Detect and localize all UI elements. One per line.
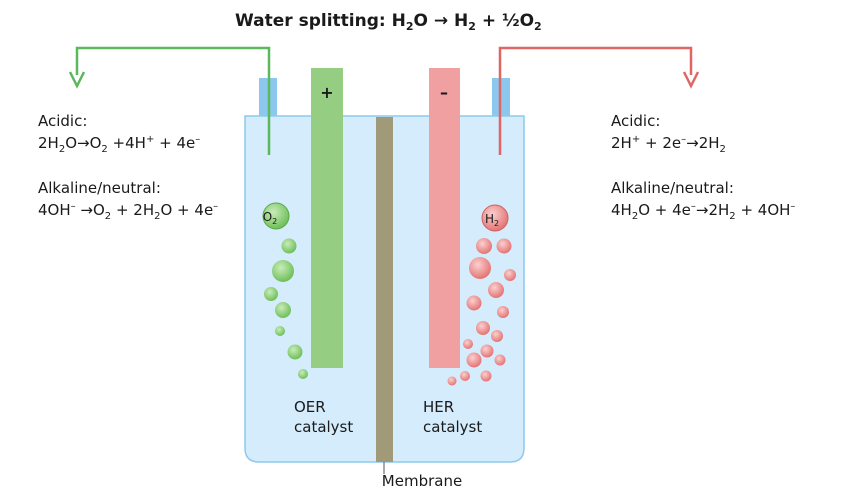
cathode-electrode xyxy=(429,68,460,368)
anode-sign: + xyxy=(320,83,333,102)
h2-bubble xyxy=(447,376,457,386)
left-alkaline-heading: Alkaline/neutral: xyxy=(38,179,161,197)
oxygen-arrow-icon xyxy=(68,71,86,89)
oxygen-bubbles: O2 xyxy=(262,202,308,379)
anode-electrode xyxy=(311,68,343,368)
h2-bubble xyxy=(491,330,503,342)
left-alkaline-equation: 4OH– →O2 + 2H2O + 4e– xyxy=(38,201,218,222)
membrane-label: Membrane xyxy=(382,472,462,490)
o2-bubble xyxy=(287,344,303,360)
h2-bubble xyxy=(476,321,490,335)
o2-bubble xyxy=(275,326,285,336)
h2-bubble xyxy=(460,371,470,381)
o2-labeled-bubble xyxy=(262,202,290,230)
h2-bubble xyxy=(466,352,482,368)
o2-bubble xyxy=(272,260,294,282)
h2-bubble xyxy=(497,306,509,318)
right-alkaline-heading: Alkaline/neutral: xyxy=(611,179,734,197)
o2-bubble xyxy=(264,287,278,301)
left-reactions: Acidic: 2H2O→O2 +4H+ + 4e– Alkaline/neut… xyxy=(38,112,218,222)
oer-label-line2: catalyst xyxy=(294,418,353,436)
h2-bubble xyxy=(504,269,516,281)
h2-bubble xyxy=(496,238,512,254)
o2-bubble xyxy=(275,302,291,318)
right-acidic-heading: Acidic: xyxy=(611,112,660,130)
diagram-title: Water splitting: H2O → H2 + ½O2 xyxy=(235,11,542,33)
h2-bubble xyxy=(463,339,473,349)
oxygen-outlet-wire xyxy=(75,46,271,155)
left-acidic-equation: 2H2O→O2 +4H+ + 4e– xyxy=(38,134,200,155)
right-alkaline-equation: 4H2O + 4e–→2H2 + 4OH– xyxy=(611,201,795,222)
h2-bubble-label: H2 xyxy=(485,212,499,228)
her-label-line1: HER xyxy=(423,398,454,416)
membrane xyxy=(376,117,393,462)
hydrogen-bubbles: H2 xyxy=(447,204,516,386)
h2-bubble xyxy=(480,344,494,358)
o2-bubble-label: O2 xyxy=(263,210,278,226)
h2-bubble xyxy=(488,282,504,298)
o2-bubble xyxy=(298,369,308,379)
h2-bubble xyxy=(480,370,492,382)
hydrogen-outlet-wire xyxy=(498,46,693,155)
hydrogen-arrow-icon xyxy=(682,71,700,89)
o2-bubble xyxy=(281,238,297,254)
h2-labeled-bubble xyxy=(481,204,509,232)
oer-label-line1: OER xyxy=(294,398,326,416)
right-acidic-equation: 2H+ + 2e–→2H2 xyxy=(611,134,726,155)
left-acidic-heading: Acidic: xyxy=(38,112,87,130)
h2-bubble xyxy=(494,354,506,366)
right-reactions: Acidic: 2H+ + 2e–→2H2 Alkaline/neutral: … xyxy=(611,112,795,222)
h2-bubble xyxy=(469,257,491,279)
cathode-sign: – xyxy=(440,83,448,102)
her-label-line2: catalyst xyxy=(423,418,482,436)
h2-bubble xyxy=(466,295,482,311)
h2-bubble xyxy=(476,238,492,254)
